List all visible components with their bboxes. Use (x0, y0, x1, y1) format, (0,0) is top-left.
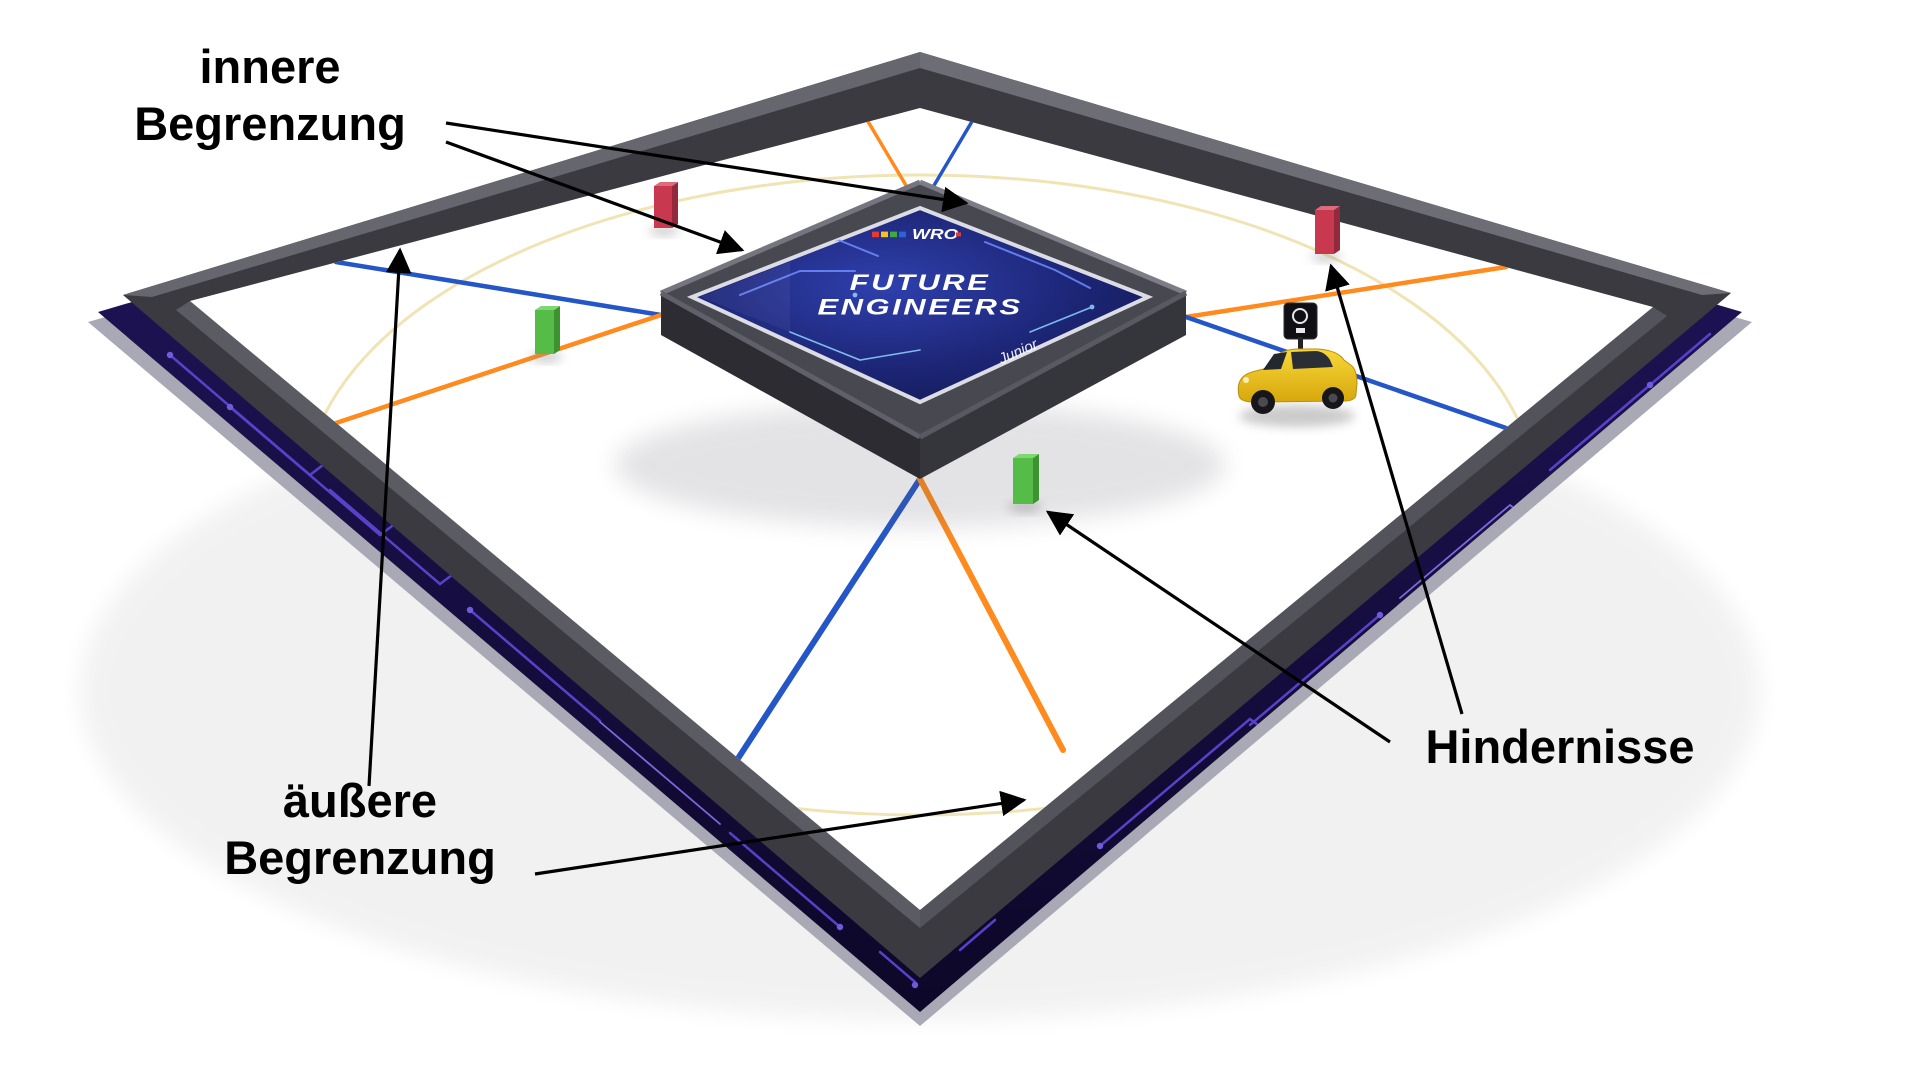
wro-logo-text: WRO (912, 225, 959, 243)
label-outer-boundary-line2: Begrenzung (224, 831, 496, 885)
arrow-obstacles-1 (1045, 510, 1391, 744)
arrow-inner-boundary-2 (445, 140, 745, 255)
arrow-inner-boundary-1 (445, 121, 969, 213)
label-inner-boundary-line1: innere (199, 40, 341, 93)
obstacle-green-left (530, 306, 562, 362)
wro-logo: WRO (872, 225, 961, 243)
arrow-obstacles-2 (1325, 263, 1464, 715)
obstacle-red-right (1311, 206, 1341, 262)
track-line-orange-right (1183, 264, 1509, 320)
label-obstacles: Hindernisse (1380, 718, 1740, 775)
robot-vehicle (1237, 302, 1358, 427)
mat-title: FUTURE ENGINEERS (817, 270, 1022, 320)
obstacle-red-top-left (649, 182, 679, 236)
label-obstacles-text: Hindernisse (1425, 720, 1695, 773)
label-outer-boundary-line1: äußere (282, 774, 438, 827)
vehicle-side-window (1291, 351, 1333, 369)
label-outer-boundary: äußere Begrenzung (160, 772, 560, 887)
annotation-arrows (367, 121, 1464, 876)
mat-title-line2: ENGINEERS (817, 295, 1022, 320)
label-inner-boundary-line2: Begrenzung (134, 97, 406, 151)
vehicle-windshield (1263, 352, 1287, 370)
label-inner-boundary: innere Begrenzung (60, 38, 480, 153)
outer-wall-bevels (123, 52, 1731, 928)
arrow-outer-boundary-1 (367, 247, 412, 787)
game-mat: WRO FUTURE ENGINEERS Junior (686, 205, 1154, 405)
mat-title-line1: FUTURE (850, 270, 991, 295)
arrow-outer-boundary-2 (534, 790, 1027, 876)
obstacle-green-center (1008, 454, 1042, 513)
